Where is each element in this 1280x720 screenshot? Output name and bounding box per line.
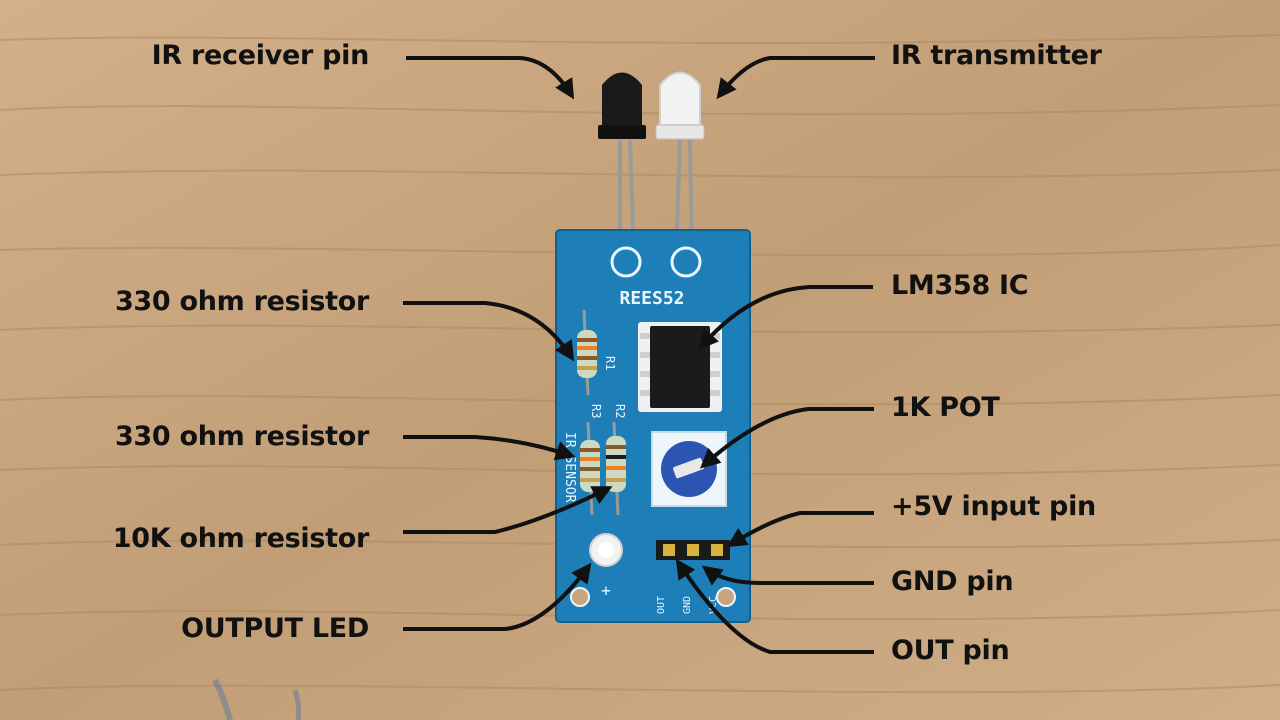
silk-plus: + [601, 581, 611, 600]
resistor-r1 [577, 309, 597, 396]
output-led-component [589, 533, 623, 567]
label-out-pin: OUT pin [891, 635, 1010, 666]
arrow-330-top [403, 301, 575, 362]
label-1k-pot: 1K POT [891, 392, 1000, 423]
arrow-out [675, 558, 874, 654]
label-gnd-pin: GND pin [891, 566, 1014, 597]
arrow-10k [403, 486, 613, 534]
silk-gnd: GND [682, 596, 693, 614]
arrow-1k-pot [700, 407, 874, 469]
silk-r3: R3 [589, 404, 603, 418]
wood-stains [212, 678, 302, 720]
header-pins [656, 540, 730, 560]
silk-r1: R1 [603, 356, 617, 370]
label-ir-transmitter: IR transmitter [891, 40, 1102, 71]
silk-r2: R2 [613, 404, 627, 418]
arrow-gnd [701, 565, 874, 586]
label-ir-receiver-pin: IR receiver pin [151, 40, 370, 71]
pcb-board: REES52 R1 R3 R2 IR SENSOR + OUT GND VCC [555, 229, 751, 623]
label-330-ohm-resistor-mid: 330 ohm resistor [114, 421, 369, 452]
resistor-r3 [580, 421, 600, 516]
label-330-ohm-resistor-top: 330 ohm resistor [114, 286, 369, 317]
arrow-ir-receiver [406, 56, 575, 100]
silk-out: OUT [656, 596, 667, 614]
silk-model: REES52 [619, 288, 684, 309]
label-5v-input-pin: +5V input pin [891, 491, 1096, 522]
potentiometer-1k [651, 431, 727, 507]
arrow-330-mid [403, 435, 576, 461]
resistor-r2 [606, 421, 626, 516]
ir-transmitter-led [655, 71, 705, 256]
arrow-ir-transmitter [716, 56, 875, 100]
label-10k-ohm-resistor: 10K ohm resistor [112, 523, 370, 554]
label-output-led: OUTPUT LED [181, 613, 369, 644]
silk-ir-sensor: IR SENSOR [562, 432, 577, 503]
arrow-output-led [403, 562, 592, 631]
callout-arrows [403, 56, 875, 654]
silk-vcc: VCC [708, 596, 719, 614]
arrow-5v [726, 511, 874, 548]
arrow-lm358 [698, 285, 873, 351]
ir-receiver-led [598, 72, 646, 256]
label-lm358-ic: LM358 IC [891, 270, 1029, 301]
